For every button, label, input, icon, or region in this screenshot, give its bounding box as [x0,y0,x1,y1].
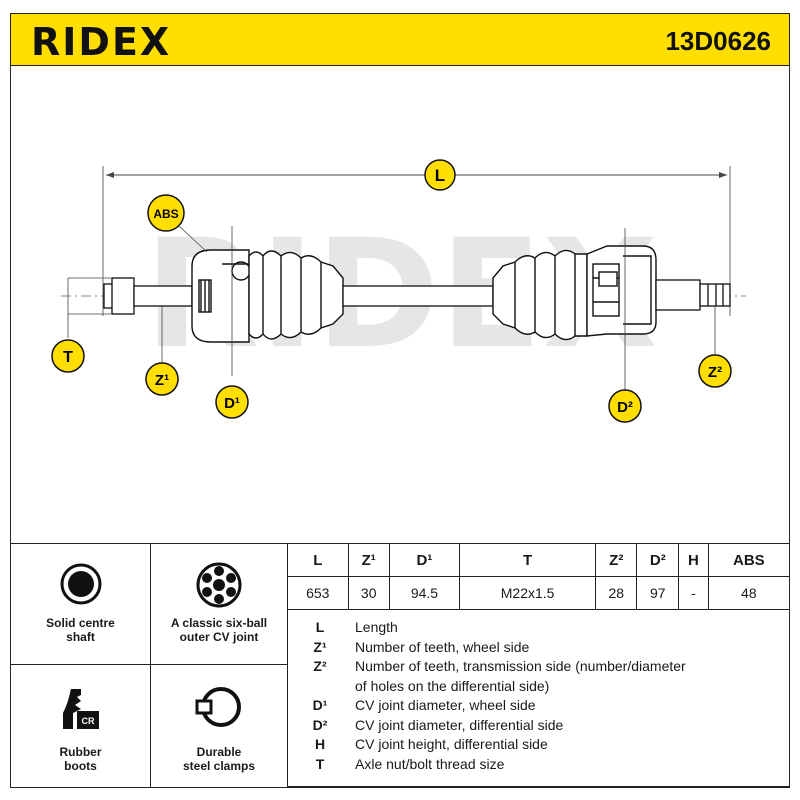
svg-text:D²: D² [617,399,633,416]
svg-text:ABS: ABS [153,207,178,221]
spec-header-row: L Z¹ D¹ T Z² D² H ABS [287,543,791,577]
label-t: T [51,339,85,373]
centre-shaft [342,285,494,307]
header-bar: RIDEX 13D0626 [10,13,790,66]
spec-header: D² [636,543,680,577]
steel-clamp-icon [195,687,241,727]
spec-header: T [459,543,597,577]
feature-steel-clamps: Durable steel clamps [150,664,288,788]
spec-value: 653 [287,576,349,610]
spec-value: 48 [707,576,791,610]
label-abs: ABS [147,194,185,232]
spec-value: 28 [595,576,638,610]
spec-header: Z² [595,543,638,577]
wheel-side-boot [248,250,344,340]
svg-text:CR: CR [81,716,94,726]
technical-drawing: RIDEX [10,66,790,544]
feature-six-ball-joint: A classic six-ball outer CV joint [150,543,288,665]
inner-cv-joint [586,245,657,337]
transmission-side-stub [655,279,731,311]
svg-text:Z¹: Z¹ [155,372,169,389]
label-d1: D¹ [215,385,249,419]
dimension-guides [67,225,716,401]
spec-value: 97 [636,576,680,610]
feature-rubber-boots: CR Rubber boots [10,664,151,788]
spec-value: 30 [347,576,390,610]
bottom-border [10,787,790,788]
label-l: L [424,159,456,191]
part-number: 13D0626 [665,26,771,56]
spec-header: H [678,543,709,577]
outer-cv-joint [191,249,261,343]
solid-shaft-icon [60,563,101,605]
label-z1: Z¹ [145,362,179,396]
spec-header: L [287,543,349,577]
spec-value: M22x1.5 [459,576,597,610]
svg-text:D¹: D¹ [224,395,240,412]
spec-header: ABS [707,543,791,577]
label-z2: Z² [698,354,732,388]
label-d2: D² [608,389,642,423]
wheel-side-stub [103,277,193,315]
drive-shaft-drawing: RIDEX [51,159,746,423]
spec-header: D¹ [388,543,461,577]
svg-text:T: T [63,349,73,366]
spec-value: 94.5 [388,576,461,610]
svg-text:Z²: Z² [708,364,722,381]
brand-logo: RIDEX [31,20,172,64]
six-ball-joint-icon [196,562,242,608]
svg-text:L: L [435,166,445,185]
spec-value: - [678,576,709,610]
spec-value-row: 653 30 94.5 M22x1.5 28 97 - 48 [287,576,791,610]
rubber-boot-icon: CR [62,689,99,729]
spec-table: L Z¹ D¹ T Z² D² H ABS 653 30 94.5 M22x1.… [287,543,791,610]
feature-solid-shaft: Solid centre shaft [10,543,151,665]
spec-header: Z¹ [347,543,390,577]
